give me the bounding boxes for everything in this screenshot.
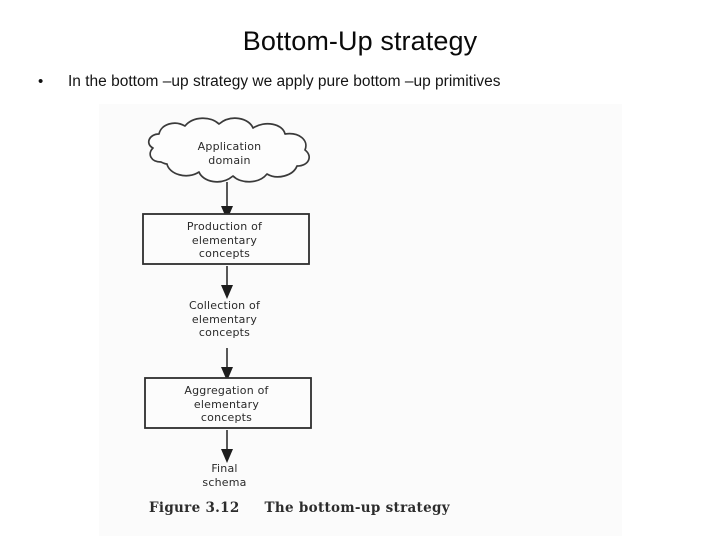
- bullet-marker-icon: •: [38, 73, 44, 90]
- arrow-cloud-to-production: [221, 182, 233, 220]
- figure-image: Application domain Production of element…: [99, 104, 622, 536]
- aggregation-box-shape: [144, 377, 312, 429]
- node-label-aggregation: Aggregation of elementary concepts: [184, 384, 269, 424]
- arrow-aggregation-to-final-schema: [221, 430, 233, 463]
- figure-caption: Figure 3.12 The bottom-up strategy: [149, 500, 450, 516]
- arrow-collection-to-aggregation: [221, 348, 233, 381]
- production-box-shape: [142, 213, 310, 265]
- node-label-collection: Collection of elementary concepts: [188, 299, 261, 339]
- page-title: Bottom-Up strategy: [242, 26, 478, 56]
- node-label-production: Production of elementary concepts: [186, 220, 263, 260]
- application-domain-cloud-shape: [147, 117, 310, 183]
- arrow-production-to-collection: [221, 266, 233, 299]
- bottom-up-strategy-flowchart: [142, 117, 312, 463]
- bullet-item-label: In the bottom –up strategy we apply pure…: [68, 73, 501, 90]
- node-label-application-domain: Application domain: [197, 140, 262, 167]
- node-label-final-schema: Final schema: [202, 462, 247, 489]
- bullet-list-item: • In the bottom –up strategy we apply pu…: [38, 72, 678, 92]
